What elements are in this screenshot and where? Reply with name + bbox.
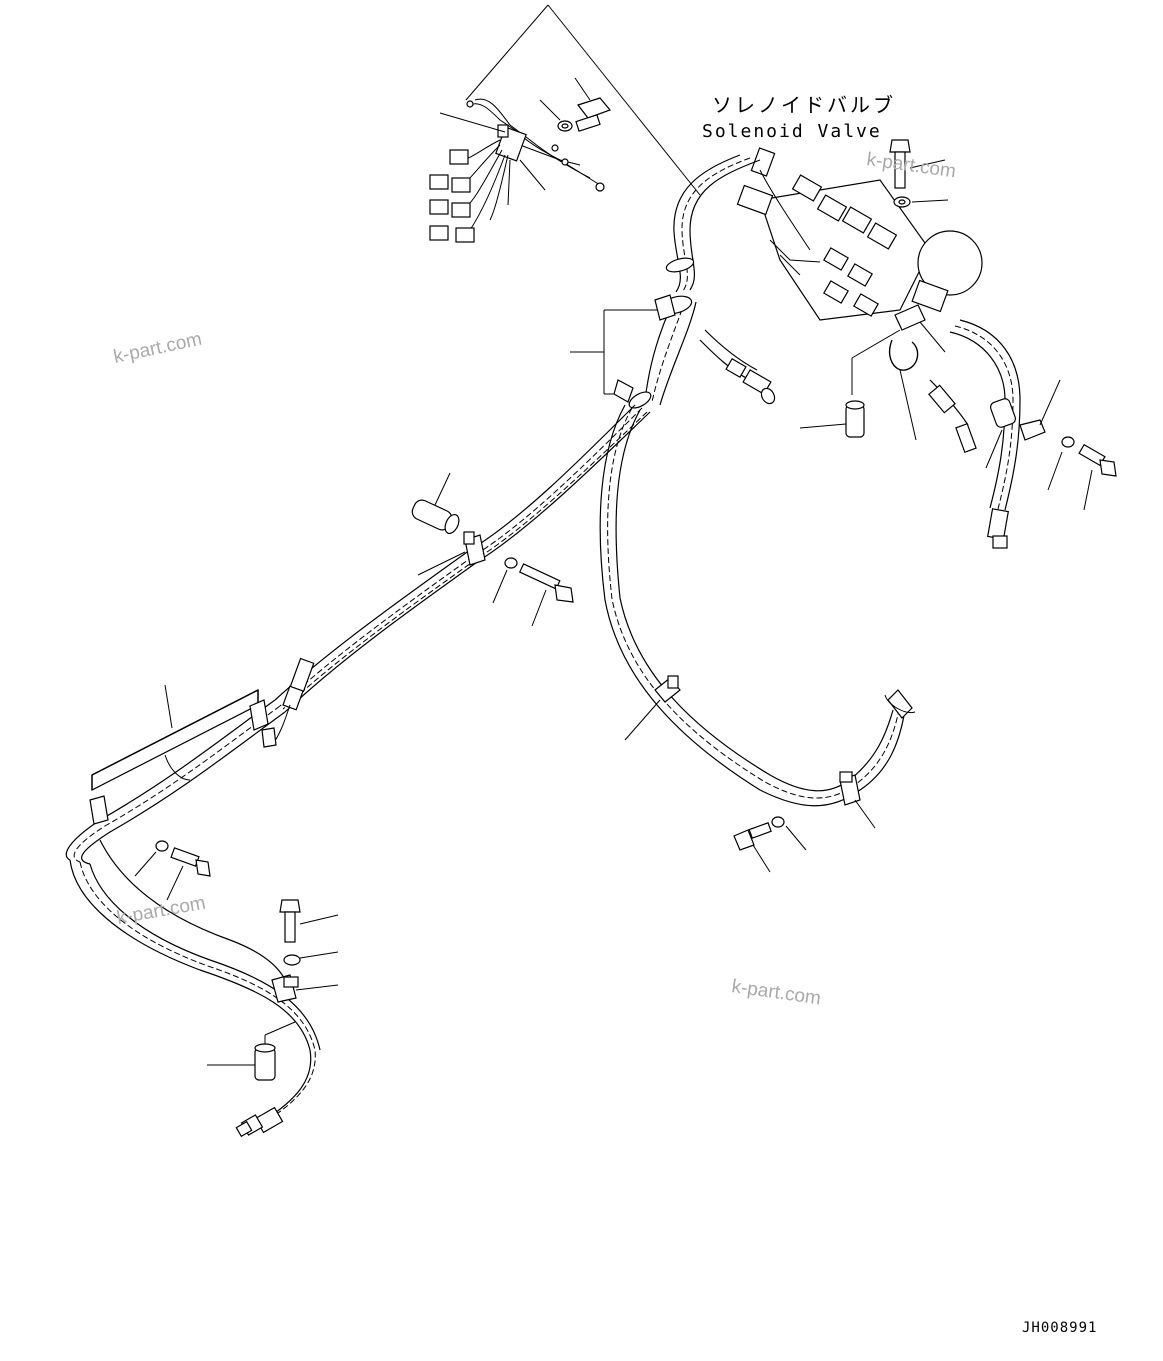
- washer-icon: [771, 816, 807, 851]
- hose-branch-right: [699, 329, 776, 405]
- hose-fitting-icon: [986, 508, 1010, 549]
- clamp-icon: [839, 771, 876, 829]
- washer-icon: [893, 196, 949, 208]
- drawing-code: JH008991: [1022, 1320, 1097, 1336]
- hose-far-right: [928, 319, 1117, 549]
- bolt-icon: [279, 899, 339, 943]
- hose-fitting-icon: [928, 384, 977, 454]
- clamp-icon: [264, 974, 339, 1045]
- spacer-icon: [799, 400, 865, 438]
- watermark: k-part.com: [865, 149, 957, 182]
- callout-japanese: ソレノイドバルブ: [712, 93, 896, 117]
- solenoid-valve-callout: ソレノイドバルブ Solenoid Valve: [702, 93, 896, 142]
- clamp-icon: [851, 304, 946, 441]
- hose-fitting-icon: [725, 357, 776, 405]
- bolt-icon: [889, 139, 946, 189]
- accumulator-icon: [911, 230, 983, 313]
- clamp-icon: [1019, 379, 1061, 441]
- solenoid-valve-block: [736, 147, 983, 321]
- cover-plate: [89, 684, 277, 825]
- washer-icon: [283, 951, 339, 966]
- callout-english: Solenoid Valve: [702, 121, 882, 142]
- watermark: k-part.com: [115, 893, 207, 929]
- bolt-icon: [733, 822, 772, 873]
- watermark: k-part.com: [730, 976, 822, 1009]
- washer-icon: [492, 557, 518, 604]
- junction-leader: [570, 294, 676, 403]
- hose-bundle-lower-left: [65, 657, 321, 1138]
- washer-icon: [539, 99, 573, 132]
- washer-icon: [1047, 436, 1075, 491]
- washer-icon: [134, 840, 169, 877]
- spacer-icon: [411, 472, 460, 535]
- bolt-icon: [518, 563, 574, 627]
- bolt-icon: [574, 77, 612, 132]
- clamp-icon: [624, 675, 681, 741]
- connector-harness: [429, 98, 605, 243]
- watermark: k-part.com: [112, 329, 204, 368]
- spacer-icon: [207, 1043, 276, 1081]
- bolt-icon: [166, 847, 211, 901]
- hose-fitting-icon: [235, 1106, 284, 1138]
- hose-fitting-icon: [271, 657, 315, 746]
- bolt-icon: [1078, 443, 1117, 511]
- spacer-icon: [985, 398, 1017, 469]
- connector-icon: [429, 139, 509, 243]
- clamp-icon: [417, 531, 486, 576]
